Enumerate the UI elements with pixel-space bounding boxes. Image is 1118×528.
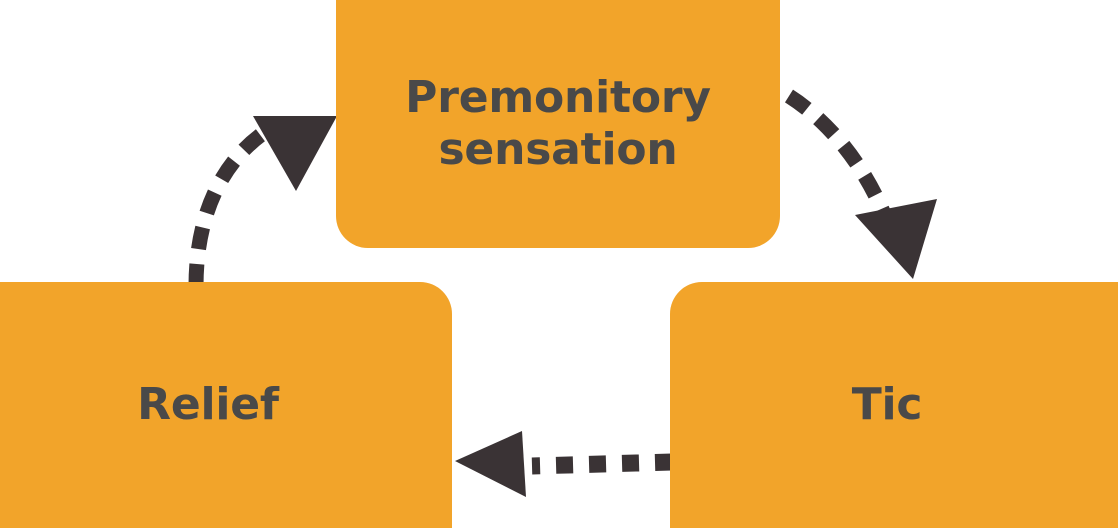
arrow-relief-to-premonitory	[188, 116, 337, 287]
node-premonitory-sensation-label: Premonitory sensation	[405, 72, 711, 175]
dashed-arc-icon	[784, 89, 891, 217]
dashed-line-icon	[531, 453, 673, 475]
dashed-arc-icon	[188, 123, 273, 287]
arrowhead-icon	[253, 116, 337, 191]
node-tic-label: Tic	[851, 379, 923, 431]
arrowhead-icon	[455, 431, 526, 497]
node-premonitory-sensation[interactable]: Premonitory sensation	[336, 0, 780, 248]
arrow-premonitory-to-tic	[784, 89, 937, 279]
arrowhead-icon	[855, 199, 937, 279]
node-relief-label: Relief	[137, 379, 279, 431]
node-tic[interactable]: Tic	[670, 282, 1118, 528]
arrow-tic-to-relief	[455, 431, 673, 497]
node-relief[interactable]: Relief	[0, 282, 452, 528]
